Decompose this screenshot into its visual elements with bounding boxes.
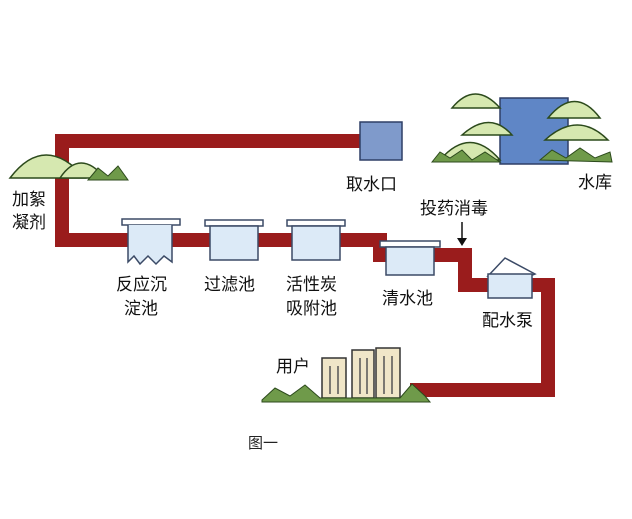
label-intake: 取水口 xyxy=(346,175,397,195)
label-carbon-line2: 吸附池 xyxy=(286,299,337,319)
sedimentation-tank xyxy=(121,218,181,266)
label-users: 用户 xyxy=(276,357,310,377)
coagulant-hills xyxy=(8,154,129,181)
label-pump: 配水泵 xyxy=(482,311,533,331)
clear-water-tank xyxy=(379,240,441,276)
label-reservoir: 水库 xyxy=(578,173,612,193)
label-sedimentation-line2: 淀池 xyxy=(124,299,158,319)
reservoir xyxy=(430,93,613,165)
dose-arrow-icon xyxy=(457,222,467,246)
pipeline xyxy=(55,134,555,397)
label-carbon-line1: 活性炭 xyxy=(286,275,337,295)
label-sedimentation-line1: 反应沉 xyxy=(116,275,167,295)
label-clear-water: 清水池 xyxy=(382,289,433,309)
label-disinfect: 投药消毒 xyxy=(420,199,488,219)
figure-caption: 图一 xyxy=(248,434,278,452)
intake-box xyxy=(359,121,403,161)
label-coagulant-line2: 凝剂 xyxy=(12,213,46,233)
filter-tank xyxy=(204,219,264,261)
label-coagulant-line1: 加絮 xyxy=(12,190,46,210)
label-filter: 过滤池 xyxy=(204,275,255,295)
carbon-tank xyxy=(286,219,346,261)
pump xyxy=(486,257,537,299)
user-buildings xyxy=(261,347,432,403)
